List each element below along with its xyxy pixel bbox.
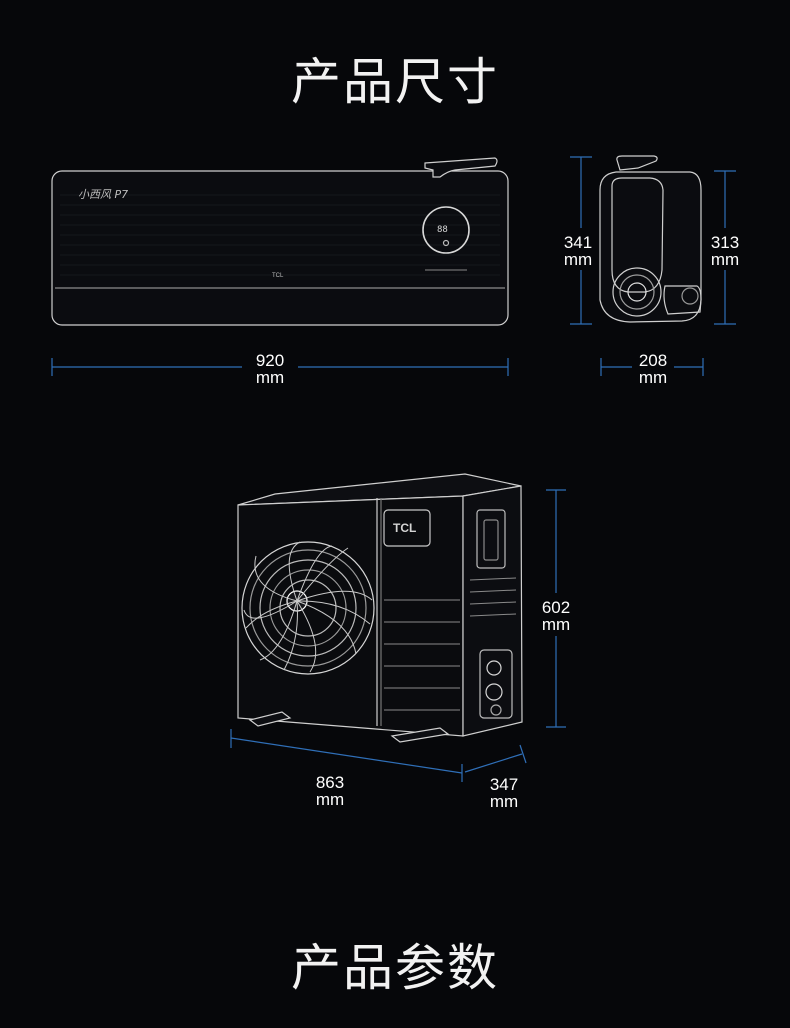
dim-line-313 — [714, 170, 736, 325]
dim-line-341 — [570, 156, 592, 325]
height-341-value: 341 — [563, 233, 593, 252]
height-313-unit: mm — [710, 250, 740, 269]
indoor-unit-front — [51, 157, 509, 326]
depth-208-unit: mm — [638, 368, 668, 387]
indoor-tcl-logo: TCL — [272, 273, 284, 279]
height-602-unit: mm — [541, 615, 571, 634]
width-920-label: 920 mm — [240, 352, 300, 386]
dim-line-602 — [546, 489, 566, 728]
height-602-label: 602 mm — [531, 599, 581, 633]
width-920-unit: mm — [255, 368, 285, 387]
depth-208-label: 208 mm — [628, 352, 678, 386]
outdoor-unit — [237, 473, 523, 743]
width-863-value: 863 — [315, 773, 345, 792]
dim-line-208 — [600, 358, 704, 376]
section-title-parameters: 产品参数 — [291, 939, 499, 997]
indoor-unit-side — [599, 155, 702, 323]
height-313-value: 313 — [710, 233, 740, 252]
dim-line-863 — [230, 729, 463, 782]
dim-line-347 — [464, 744, 527, 773]
height-313-label: 313 mm — [700, 234, 750, 268]
indoor-brand-script: 小西风 P7 — [78, 188, 128, 201]
section-title-dimensions: 产品尺寸 — [291, 53, 499, 111]
width-920-value: 920 — [255, 351, 285, 370]
height-341-unit: mm — [563, 250, 593, 269]
depth-208-value: 208 — [638, 351, 668, 370]
depth-347-value: 347 — [489, 775, 519, 794]
outdoor-tcl-logo: TCL — [393, 521, 416, 535]
indoor-display-digits: 88 — [437, 225, 448, 235]
height-602-value: 602 — [541, 598, 571, 617]
dim-line-920 — [51, 358, 509, 376]
depth-347-unit: mm — [489, 792, 519, 811]
depth-347-label: 347 mm — [479, 776, 529, 810]
width-863-label: 863 mm — [305, 774, 355, 808]
height-341-label: 341 mm — [553, 234, 603, 268]
width-863-unit: mm — [315, 790, 345, 809]
